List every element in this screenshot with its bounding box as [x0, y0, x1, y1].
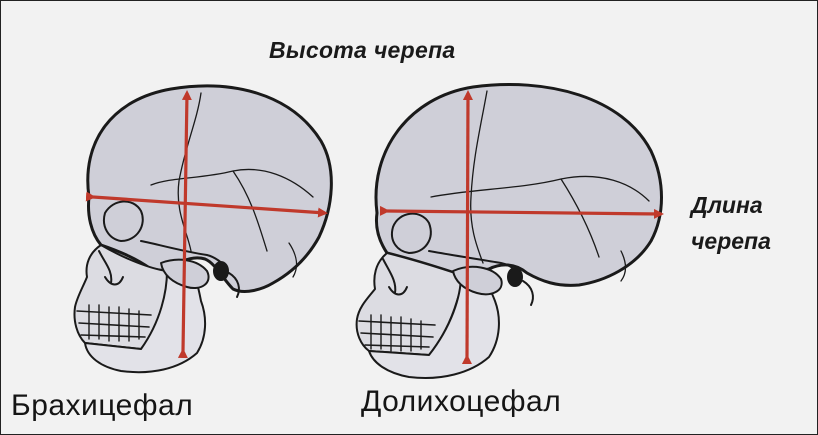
brachycephal-caption: Брахицефал	[11, 389, 193, 423]
skull-length-label: Длина черепа	[691, 187, 771, 259]
dolichocephal-caption: Долихоцефал	[361, 385, 561, 419]
skull-length-label-line1: Длина	[691, 187, 771, 223]
dolichocephal-height-arrow	[467, 93, 468, 357]
brachycephal-skull	[74, 86, 331, 372]
dolichocephal-skull	[357, 85, 662, 379]
skull-length-label-line2: черепа	[691, 223, 771, 259]
skull-height-label: Высота черепа	[269, 37, 456, 64]
dolichocephal-cranium	[376, 85, 662, 286]
